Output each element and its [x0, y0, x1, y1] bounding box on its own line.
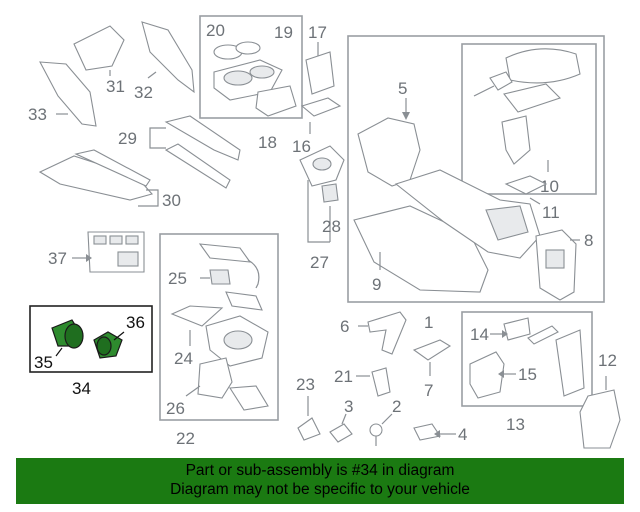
part-29b [164, 143, 231, 189]
label-24: 24 [174, 349, 193, 368]
label-19: 19 [274, 23, 293, 42]
group-box-18-20 [199, 15, 303, 119]
label-28: 28 [322, 217, 341, 236]
label-14: 14 [470, 325, 489, 344]
group-box-1 [347, 35, 605, 303]
label-34: 34 [72, 379, 91, 398]
label-10: 10 [540, 177, 559, 196]
part-4 [413, 423, 441, 441]
label-31: 31 [106, 77, 125, 96]
label-6: 6 [340, 317, 349, 336]
group-box-22 [159, 233, 279, 421]
part-console-bin [485, 205, 529, 241]
label-30: 30 [162, 191, 181, 210]
label-29: 29 [118, 129, 137, 148]
part-15 [469, 351, 505, 399]
label-2: 2 [392, 397, 401, 416]
label-7: 7 [424, 381, 433, 400]
label-36: 36 [126, 313, 145, 332]
part-18 [255, 85, 297, 117]
label-25: 25 [168, 269, 187, 288]
part-29a [164, 115, 241, 161]
part-19-ring [235, 41, 261, 55]
part-30a [38, 155, 154, 201]
label-3: 3 [344, 397, 353, 416]
banner-line-1: Part or sub-assembly is #34 in diagram [185, 462, 455, 479]
part-16 [300, 97, 342, 117]
part-3 [329, 423, 353, 443]
part-2 [369, 423, 383, 437]
label-32: 32 [134, 83, 153, 102]
label-17: 17 [308, 23, 327, 42]
part-lid-hinge [503, 83, 562, 113]
group-box-10 [461, 43, 597, 195]
part-latch-bracket [501, 115, 531, 165]
label-27: 27 [310, 253, 329, 272]
part-32 [141, 21, 195, 94]
part-30b [74, 149, 151, 187]
part-25-switch [198, 243, 252, 263]
label-35: 35 [34, 353, 53, 372]
label-23: 23 [296, 375, 315, 394]
label-18: 18 [258, 133, 277, 152]
part-7 [412, 339, 452, 361]
label-11: 11 [542, 203, 560, 222]
part-26 [197, 357, 233, 399]
part-26-bezel [229, 385, 269, 411]
label-4: 4 [458, 425, 467, 444]
part-22-trim [225, 291, 263, 311]
part-13-panel [555, 329, 585, 397]
part-25-connector [209, 269, 231, 285]
label-33: 33 [28, 105, 47, 124]
label-21: 21 [334, 367, 353, 386]
label-26: 26 [166, 399, 185, 418]
label-12: 12 [598, 351, 617, 370]
group-box-34-highlight [29, 305, 153, 373]
label-22: 22 [176, 429, 195, 448]
info-banner: Part or sub-assembly is #34 in diagram D… [16, 458, 624, 504]
part-14 [503, 317, 531, 341]
label-5: 5 [398, 79, 407, 98]
part-11 [504, 175, 548, 195]
part-12 [579, 389, 621, 449]
part-24-plate [170, 305, 224, 327]
part-5 [357, 117, 421, 187]
label-1: 1 [424, 313, 433, 332]
label-20: 20 [206, 21, 225, 40]
cup-recess-2 [249, 65, 275, 79]
part-31 [73, 25, 125, 71]
label-37: 37 [48, 249, 67, 268]
part-33 [39, 61, 97, 127]
part-13-cover [527, 325, 559, 345]
label-9: 9 [372, 275, 381, 294]
part-armrest-lid [505, 48, 581, 84]
part-6 [367, 311, 407, 355]
label-13: 13 [506, 415, 525, 434]
cup-recess-1 [223, 70, 253, 86]
part-17 [305, 51, 335, 95]
part-23 [297, 417, 321, 441]
banner-line-2: Diagram may not be specific to your vehi… [170, 481, 470, 498]
part-21 [371, 367, 391, 397]
label-15: 15 [518, 365, 537, 384]
part-28 [321, 183, 339, 203]
label-8: 8 [584, 231, 593, 250]
part-latch [489, 71, 513, 91]
group-box-13 [461, 311, 593, 407]
parts-diagram: 20 19 18 17 16 31 32 33 29 30 37 25 [28, 15, 621, 449]
label-16: 16 [292, 137, 311, 156]
